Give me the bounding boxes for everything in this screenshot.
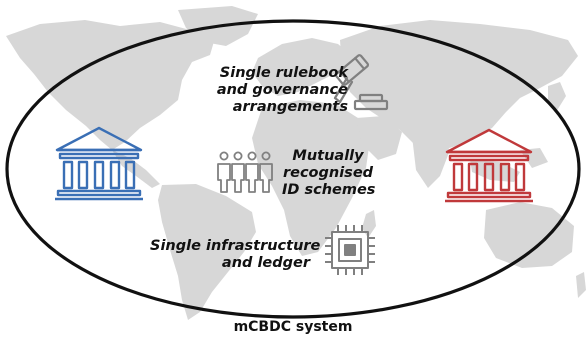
label-infrastructure: Single infrastructure and ledger (150, 238, 321, 272)
diagram-caption: mCBDC system (233, 319, 353, 335)
label-rulebook-line: arrangements (232, 99, 348, 115)
microchip-icon (325, 225, 375, 275)
gavel-icon (333, 54, 389, 111)
world-map-background (6, 6, 586, 320)
mcbdc-boundary-ellipse (5, 19, 581, 319)
label-infra-line: and ledger (221, 255, 310, 271)
bank-icon (55, 126, 143, 201)
label-id-schemes: Mutually recognised ID schemes (282, 148, 376, 199)
label-rulebook-line: Single rulebook (219, 65, 348, 81)
label-id-line: recognised (282, 165, 374, 181)
label-infra-line: Single infrastructure (150, 238, 321, 254)
label-rulebook-line: and governance (216, 82, 348, 98)
bank-icon (445, 128, 533, 203)
label-id-line: Mutually (292, 148, 364, 164)
people-group-icon (217, 151, 273, 193)
label-id-line: ID schemes (282, 182, 376, 198)
label-rulebook: Single rulebook and governance arrangeme… (198, 65, 348, 116)
